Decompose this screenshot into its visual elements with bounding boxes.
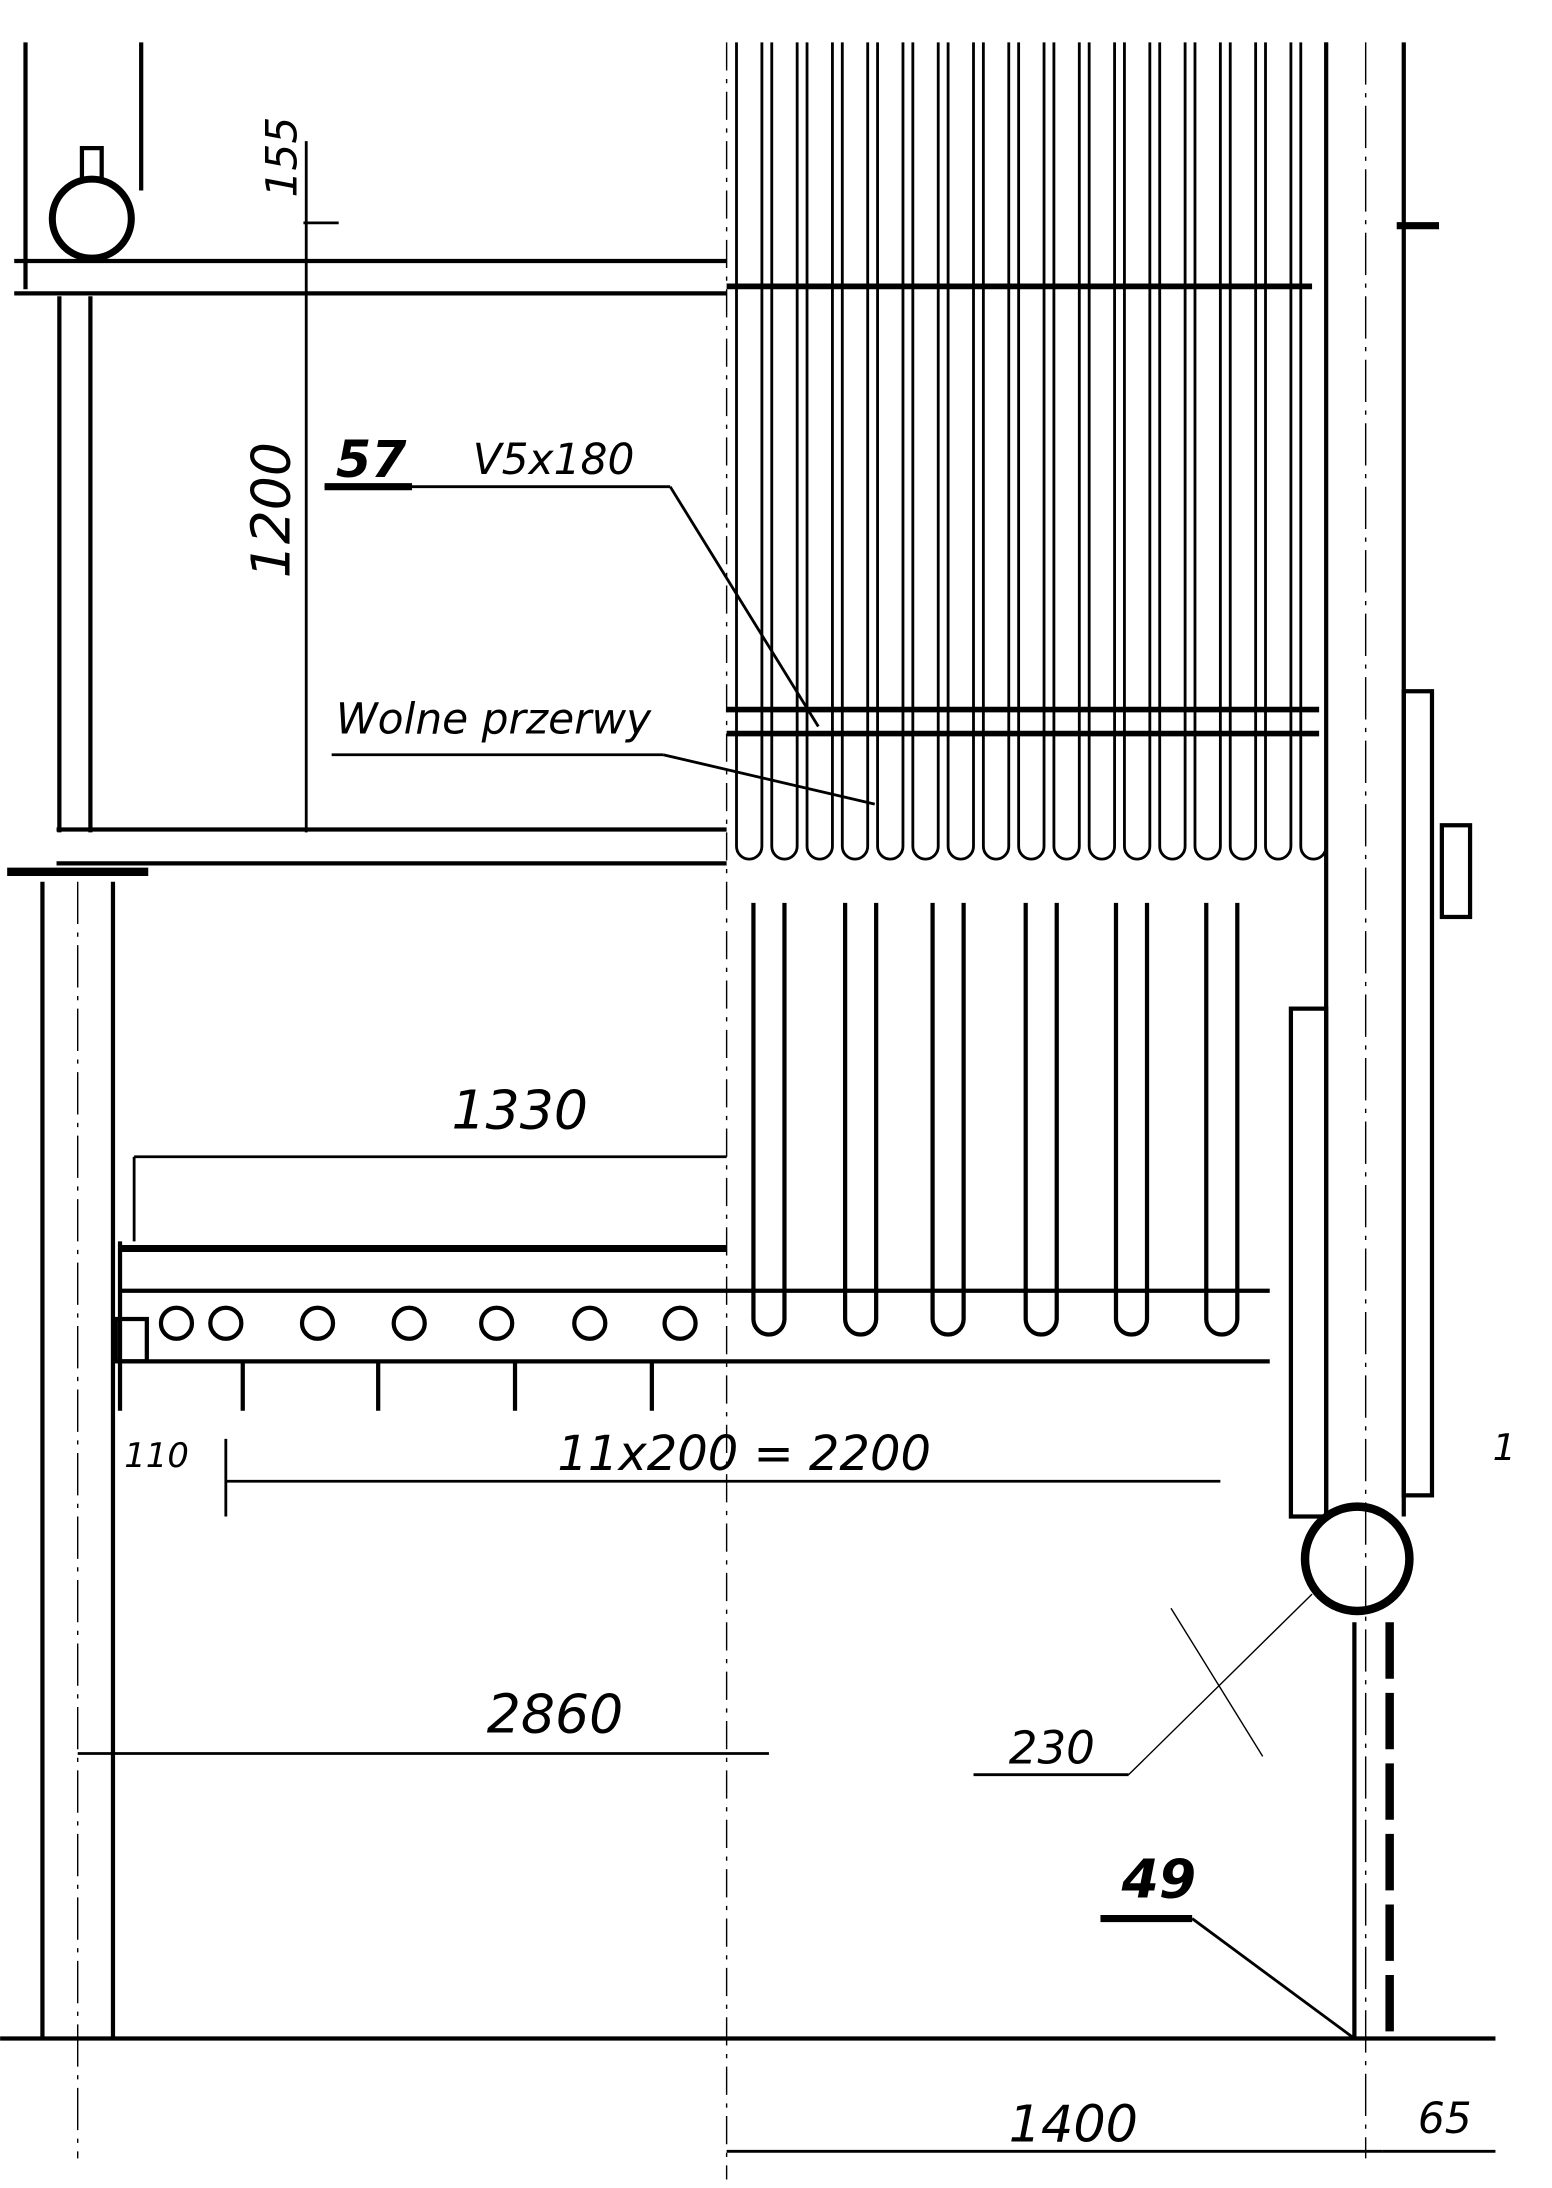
upper-drum [48,175,135,262]
tube [946,42,975,861]
header-hole [572,1305,608,1341]
dim-155: 155 [257,117,306,198]
u-tube [1113,902,1150,1337]
u-tube [930,902,966,1337]
header-holes [158,1305,698,1341]
tube [1123,42,1152,861]
tube [876,42,905,861]
spec-label: V5x180 [473,435,635,484]
dim-1200: 1200 [239,442,302,578]
item-57-label: 57 [336,430,407,489]
tube [1087,42,1116,861]
lower-drum [1300,1502,1414,1616]
tube [1299,42,1328,861]
u-tube [751,902,787,1337]
lower-u-tubes [751,902,1240,1337]
tube [911,42,940,861]
header-hole [391,1305,427,1341]
dim-partial: 1 [1493,1426,1516,1469]
header-hole [662,1305,698,1341]
dimension-lines [0,42,1496,2180]
lower-header [113,1241,1270,1411]
dim-pitch: 11x200 = 2200 [557,1426,931,1482]
dim-1400: 1400 [1009,2094,1138,2153]
tube [981,42,1011,861]
tube [1264,42,1293,861]
left-structure [7,42,727,2159]
right-column [1288,42,1473,2159]
u-tube [1023,902,1059,1337]
u-tube [1204,902,1240,1337]
tube-bank-supports [726,283,1320,737]
header-hole [158,1305,195,1341]
dim-65: 65 [1418,2094,1472,2143]
header-hole [479,1305,515,1341]
tube [770,42,799,861]
tube [1228,42,1258,861]
tube [1052,42,1081,861]
dim-2860: 2860 [487,1682,623,1745]
u-tube [843,902,879,1337]
tube-bank [735,42,1328,861]
dim-110: 110 [124,1436,189,1475]
tube [735,42,764,861]
dim-230: 230 [1009,1721,1095,1774]
dim-1330: 1330 [452,1079,588,1142]
header-hole [299,1305,336,1341]
tube [840,42,870,861]
tube [1158,42,1187,861]
note-label: Wolne przerwy [336,695,652,744]
tube [1193,42,1222,861]
item-49-label: 49 [1121,1847,1197,1910]
drum-nozzle [79,146,104,182]
tube [805,42,834,861]
header-hole [208,1305,244,1341]
tube [1017,42,1046,861]
